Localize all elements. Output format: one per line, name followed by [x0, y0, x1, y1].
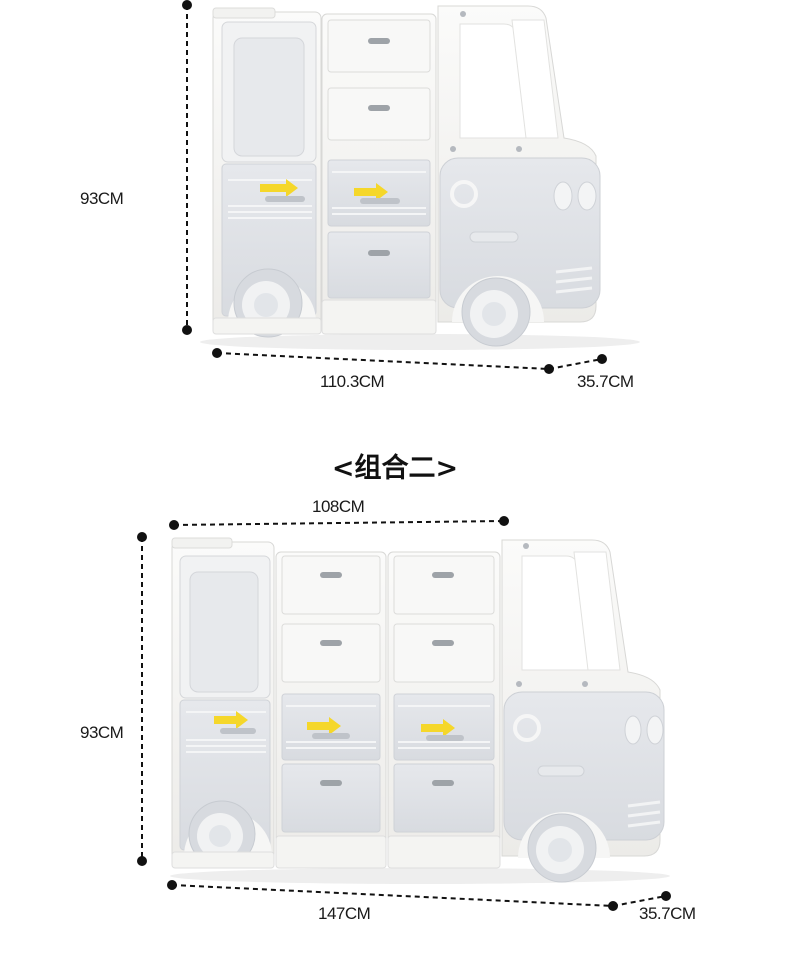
- dimension-lines-set-2: [137, 516, 671, 911]
- truck-cabinet-set-2: [170, 537, 670, 884]
- screw-icon: [450, 11, 522, 152]
- set2-depth-label: 35.7CM: [639, 904, 696, 923]
- arrow-handle-icon: [421, 719, 455, 737]
- steering-wheel-icon: [513, 714, 541, 742]
- steering-wheel-icon: [450, 180, 478, 208]
- set2-title: <组合二>: [331, 453, 459, 484]
- set2-height-label: 93CM: [80, 723, 124, 742]
- arrow-handle-icon: [214, 711, 248, 729]
- set2-top-width-label: 108CM: [312, 497, 365, 516]
- dimension-lines-set-1: [182, 0, 607, 374]
- truck-cabinet-set-1: [200, 5, 640, 350]
- arrow-handle-icon: [307, 717, 341, 735]
- set2-width-label: 147CM: [318, 904, 371, 923]
- screw-icon: [516, 543, 588, 687]
- set1-height-label: 93CM: [80, 189, 124, 208]
- arrow-handle-icon: [354, 183, 388, 201]
- arrow-handle-icon: [260, 179, 298, 197]
- set1-depth-label: 35.7CM: [577, 372, 634, 391]
- set1-width-label: 110.3CM: [320, 372, 385, 391]
